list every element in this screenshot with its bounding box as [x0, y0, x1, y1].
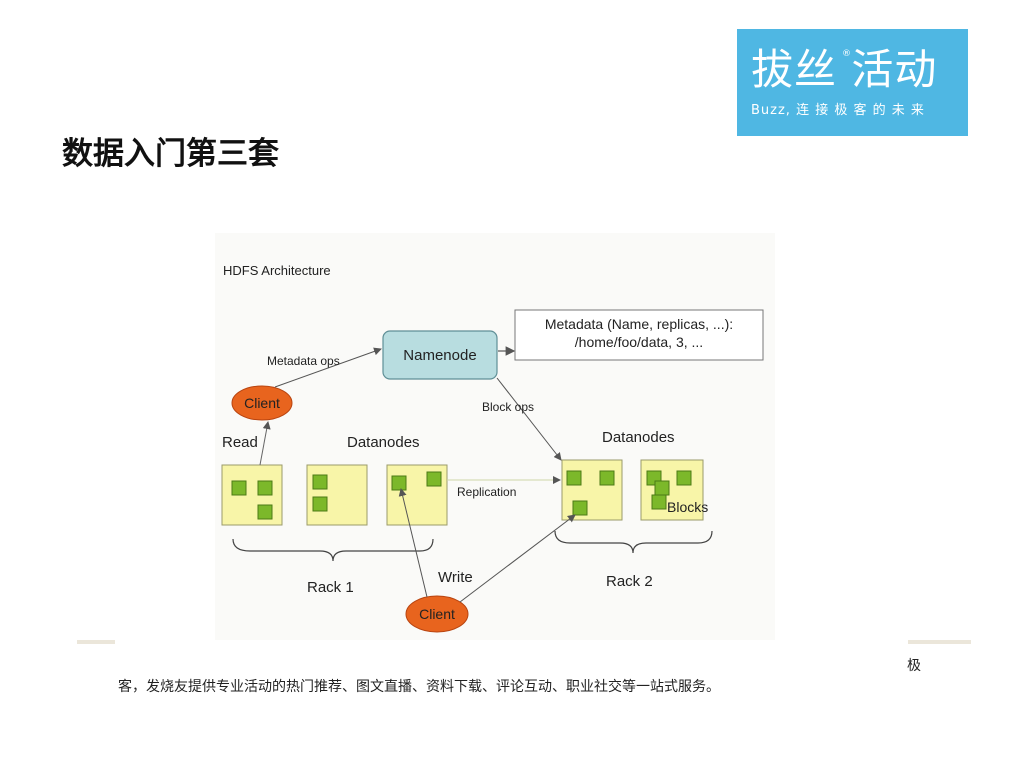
read-arrow — [259, 421, 271, 466]
data-block — [312, 474, 328, 490]
data-block — [654, 480, 670, 496]
logo-registered-mark: ® — [842, 49, 851, 59]
client-read-label: Client — [244, 395, 280, 411]
block-ops-label: Block ops — [482, 400, 534, 414]
data-block — [231, 480, 247, 496]
write-label: Write — [438, 569, 473, 586]
datanodes-right-label: Datanodes — [602, 429, 675, 446]
rack1-datanode-1 — [221, 464, 283, 526]
metadata-box — [514, 309, 764, 361]
data-block — [676, 470, 692, 486]
data-block — [257, 504, 273, 520]
footer-text-line2: 客，发烧友提供专业活动的热门推荐、图文直播、资料下载、评论互动、职业社交等一站式… — [118, 679, 720, 695]
rack2-datanode-2 — [640, 459, 704, 521]
datanodes-left-label: Datanodes — [347, 434, 420, 451]
metadata-line2: /home/foo/data, 3, ... — [575, 334, 703, 350]
metadata-ops-label: Metadata ops — [267, 354, 340, 368]
metadata-ops-arrow — [274, 347, 382, 388]
rack2-label: Rack 2 — [606, 573, 653, 590]
client-read-ellipse — [231, 385, 293, 421]
diagram-title: HDFS Architecture — [223, 263, 331, 278]
logo-subtitle: Buzz, 连 接 极 客 的 未 来 — [751, 103, 925, 118]
blocks-label: Blocks — [667, 499, 708, 515]
data-block — [312, 496, 328, 512]
replication-label: Replication — [457, 485, 516, 499]
rack1-label: Rack 1 — [307, 579, 354, 596]
footer-text-line1: 极 — [907, 658, 921, 674]
data-block — [257, 480, 273, 496]
write-arrow-rack2 — [459, 514, 576, 603]
logo-title: 拔丝 活动 — [751, 45, 938, 94]
data-block — [572, 500, 588, 516]
rack1-brace — [232, 538, 434, 562]
footer-divider-left — [77, 640, 115, 644]
client-write-ellipse — [405, 595, 469, 633]
write-arrow-datanode — [398, 488, 428, 598]
data-block — [599, 470, 615, 486]
rack2-brace — [554, 530, 713, 554]
client-write-label: Client — [419, 606, 455, 622]
data-block — [426, 471, 442, 487]
namenode-label: Namenode — [403, 347, 476, 364]
rack2-datanode-1 — [561, 459, 623, 521]
data-block — [566, 470, 582, 486]
rack1-datanode-2 — [306, 464, 368, 526]
page-title: 数据入门第三套 — [62, 136, 279, 172]
block-ops-arrow — [496, 377, 562, 461]
hdfs-architecture-diagram: HDFS Architecture Namenode Metadata (Nam… — [215, 233, 775, 640]
footer-divider-right — [908, 640, 971, 644]
metadata-line1: Metadata (Name, replicas, ...): — [545, 316, 733, 332]
data-block — [391, 475, 407, 491]
namenode-box — [382, 330, 498, 380]
buzz-logo: 拔丝 活动 ® Buzz, 连 接 极 客 的 未 来 — [737, 29, 968, 136]
read-label: Read — [222, 434, 258, 451]
data-block — [651, 494, 667, 510]
